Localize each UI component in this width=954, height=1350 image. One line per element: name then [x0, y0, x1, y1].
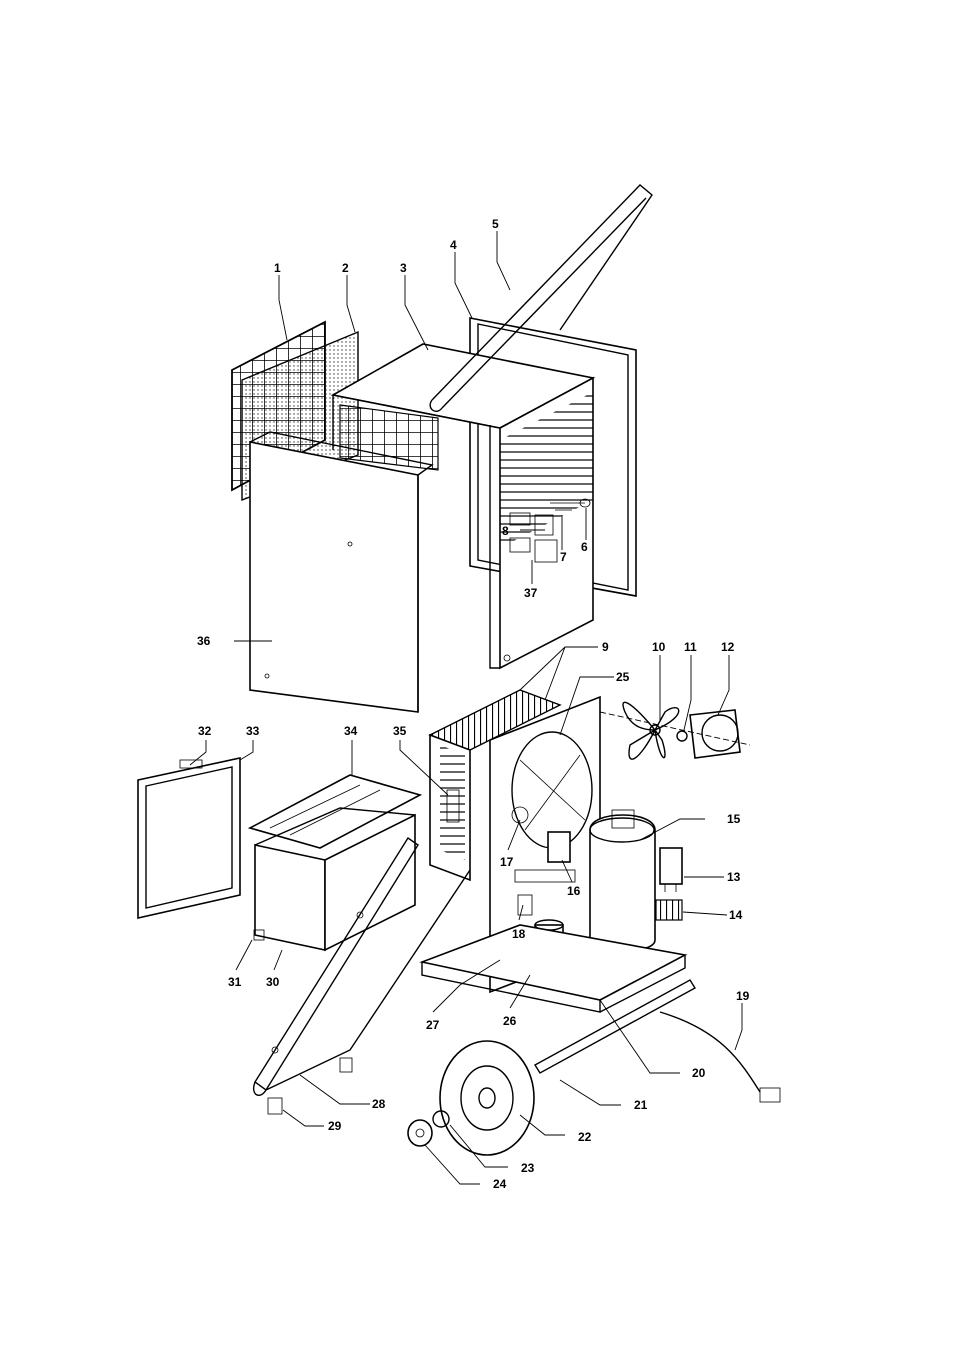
- callout-19: 19: [736, 989, 750, 1003]
- float-switch: [446, 789, 460, 823]
- axle: [534, 979, 696, 1074]
- callout-32: 32: [198, 724, 212, 738]
- fan-hub: [676, 730, 688, 742]
- callout-26: 26: [503, 1014, 517, 1028]
- callout-36: 36: [197, 634, 211, 648]
- callout-5: 5: [492, 217, 499, 231]
- fan-blade: [622, 701, 680, 760]
- frame-clip: [179, 759, 203, 769]
- power-cord: [659, 1011, 781, 1103]
- compressor: [589, 809, 656, 953]
- evaporator-coil: [428, 689, 562, 882]
- callout-16: 16: [567, 884, 581, 898]
- leader-lines: [189, 231, 743, 1185]
- bearing: [432, 1110, 450, 1128]
- base-plate: [419, 924, 688, 1013]
- callout-11: 11: [684, 640, 697, 654]
- callout-25: 25: [616, 670, 630, 684]
- callout-17: 17: [500, 855, 514, 869]
- callout-8: 8: [502, 524, 509, 538]
- relay: [655, 899, 683, 921]
- callout-31: 31: [228, 975, 242, 989]
- callout-37: 37: [524, 586, 538, 600]
- callout-3: 3: [400, 261, 407, 275]
- fan-motor: [599, 709, 751, 759]
- callout-27: 27: [426, 1018, 440, 1032]
- callout-21: 21: [634, 1098, 648, 1112]
- drain-plug: [253, 929, 265, 941]
- callout-22: 22: [578, 1130, 592, 1144]
- callout-33: 33: [246, 724, 260, 738]
- callout-13: 13: [727, 870, 741, 884]
- drip-tray: [247, 774, 423, 849]
- callout-28: 28: [372, 1097, 386, 1111]
- cabinet-hood: [330, 343, 596, 670]
- callout-29: 29: [328, 1119, 342, 1133]
- hub-cap: [407, 1119, 433, 1147]
- callout-1: 1: [274, 261, 281, 275]
- capacitor: [659, 847, 683, 892]
- callout-23: 23: [521, 1161, 535, 1175]
- callout-6: 6: [581, 540, 588, 554]
- caster-wheel: [267, 1057, 353, 1115]
- callout-2: 2: [342, 261, 349, 275]
- callout-34: 34: [344, 724, 358, 738]
- trolley-frame: [253, 837, 471, 1096]
- callout-24: 24: [493, 1177, 507, 1191]
- callout-14: 14: [729, 908, 743, 922]
- callout-7: 7: [560, 550, 567, 564]
- callout-labels: 1 2 3 4 5 6 7 8 37 9 10 11 12 25 15 13 1…: [197, 217, 750, 1191]
- callout-18: 18: [512, 927, 526, 941]
- tank-frame: [137, 757, 241, 920]
- wheel: [439, 1040, 535, 1156]
- callout-20: 20: [692, 1066, 706, 1080]
- callout-4: 4: [450, 238, 457, 252]
- callout-35: 35: [393, 724, 407, 738]
- side-panel: [249, 431, 434, 713]
- handle: [429, 184, 653, 412]
- water-tank: [254, 807, 416, 952]
- callout-30: 30: [266, 975, 280, 989]
- callout-12: 12: [721, 640, 735, 654]
- callout-9: 9: [602, 640, 609, 654]
- callout-15: 15: [727, 812, 741, 826]
- callout-10: 10: [652, 640, 666, 654]
